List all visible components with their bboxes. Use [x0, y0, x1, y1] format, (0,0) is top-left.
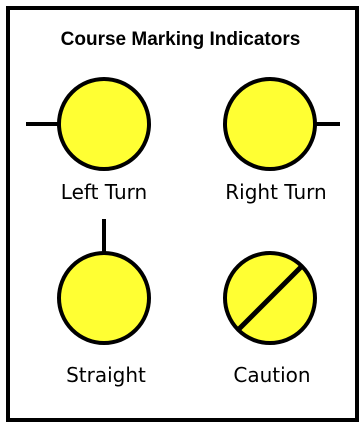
left-turn-label: Left Turn	[60, 180, 148, 204]
left-turn-marker-icon	[26, 77, 151, 171]
indicator-panel	[6, 6, 359, 422]
straight-marker-icon	[57, 219, 151, 345]
right-turn-label: Right Turn	[225, 180, 327, 204]
right-turn-marker-icon	[223, 77, 340, 171]
straight-label: Straight	[66, 363, 146, 387]
caution-label: Caution	[233, 363, 311, 387]
caution-marker-icon	[223, 251, 317, 345]
panel-title: Course Marking Indicators	[60, 29, 301, 50]
